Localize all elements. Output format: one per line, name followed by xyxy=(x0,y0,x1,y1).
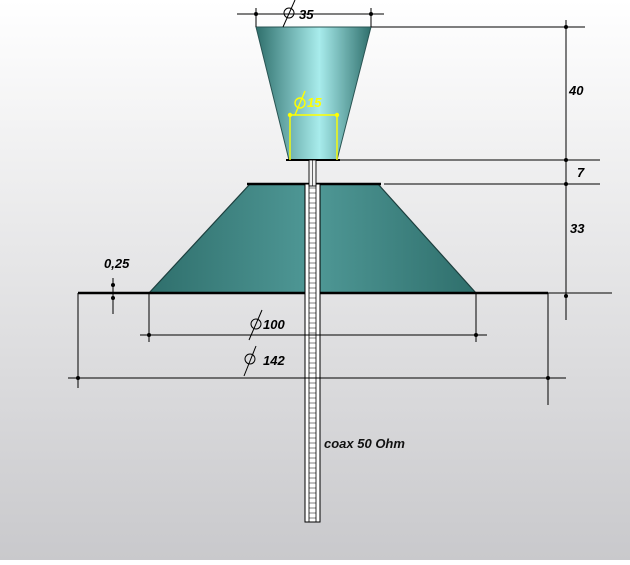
dimension-point xyxy=(564,294,568,298)
dimension-point xyxy=(254,12,258,16)
height-dimensions xyxy=(340,20,612,320)
dimension-point xyxy=(564,182,568,186)
top-diameter-dimension xyxy=(237,0,384,28)
dimension-point xyxy=(546,376,550,380)
ground-diameter-dimension xyxy=(68,293,566,405)
inner-diameter-label: 15 xyxy=(307,95,322,110)
dimension-point xyxy=(111,283,115,287)
inner-diameter-point xyxy=(287,112,293,118)
dimension-point xyxy=(147,333,151,337)
dimension-point xyxy=(76,376,80,380)
coax-label: coax 50 Ohm xyxy=(324,436,405,451)
ground-thickness-label: 0,25 xyxy=(104,256,130,271)
gap-label: 7 xyxy=(577,165,585,180)
dimension-point xyxy=(369,12,373,16)
dimension-point xyxy=(564,158,568,162)
dimension-point xyxy=(564,25,568,29)
dimension-point xyxy=(474,333,478,337)
inner-diameter-point xyxy=(334,112,340,118)
coax-feed xyxy=(304,159,321,523)
base-height-label: 33 xyxy=(570,221,585,236)
dimension-point xyxy=(111,296,115,300)
inner-diameter-dimension xyxy=(289,90,338,160)
ground-diameter-label: 142 xyxy=(263,353,285,368)
top-diameter-label: 35 xyxy=(299,7,314,22)
cone-height-label: 40 xyxy=(568,83,584,98)
base-diameter-label: 100 xyxy=(263,317,285,332)
